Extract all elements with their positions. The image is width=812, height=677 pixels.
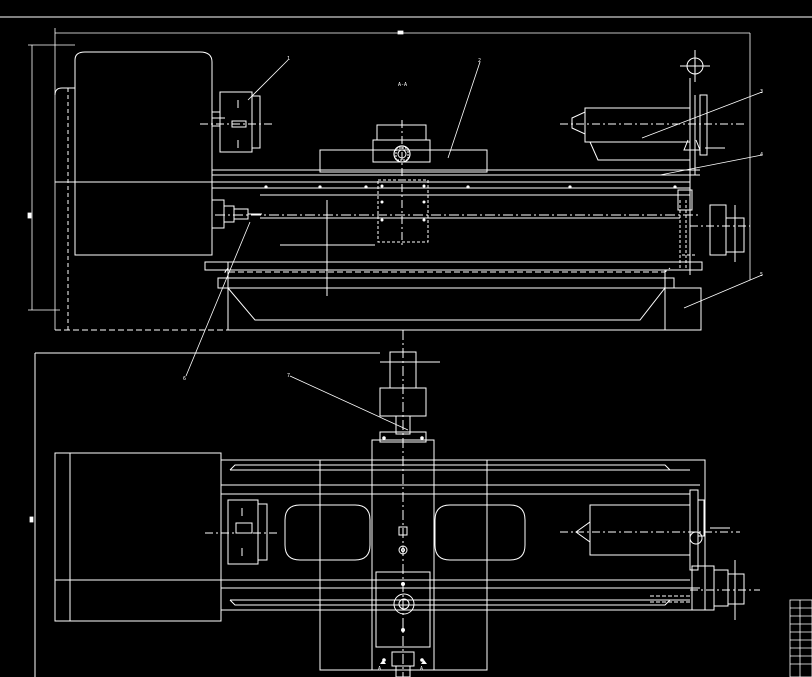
title-block: [789, 599, 812, 677]
dimension-lines: [27, 28, 751, 523]
callout-4: 4: [760, 152, 763, 158]
callout-1: 1: [287, 56, 290, 62]
callout-2: 2: [478, 58, 481, 64]
callout-6: 6: [183, 376, 186, 382]
front-view: [54, 50, 750, 331]
leader-lines: [185, 59, 763, 431]
section-mark-aa: A-A: [398, 82, 407, 88]
spindle-drive-front: [211, 199, 262, 229]
drawing-frame: [0, 16, 812, 677]
lathe-bed-front: [55, 169, 703, 331]
tailstock-front: [560, 50, 745, 275]
chuck-top: [205, 499, 280, 565]
top-view: [54, 330, 760, 677]
bed-slot-right: [434, 504, 526, 561]
callout-3: 3: [760, 89, 763, 95]
feed-motor-top: [650, 560, 760, 620]
feed-motor-front: [677, 189, 750, 270]
callout-5: 5: [760, 272, 763, 278]
tailstock-top: [560, 489, 740, 571]
section-mark-a-left: A: [378, 666, 381, 672]
section-mark-a-right: A: [420, 666, 423, 672]
headstock-housing: [74, 51, 213, 256]
headstock-top: [54, 452, 222, 622]
callout-labels: 1 2 3 4 5 6 7 A-A: [183, 56, 763, 382]
bed-slot-left: [284, 504, 371, 561]
carriage-top: [319, 436, 488, 677]
carriage-front: [280, 120, 488, 296]
section-arrows: [380, 660, 427, 664]
callout-7: 7: [287, 373, 290, 379]
chuck-front: [200, 91, 275, 153]
